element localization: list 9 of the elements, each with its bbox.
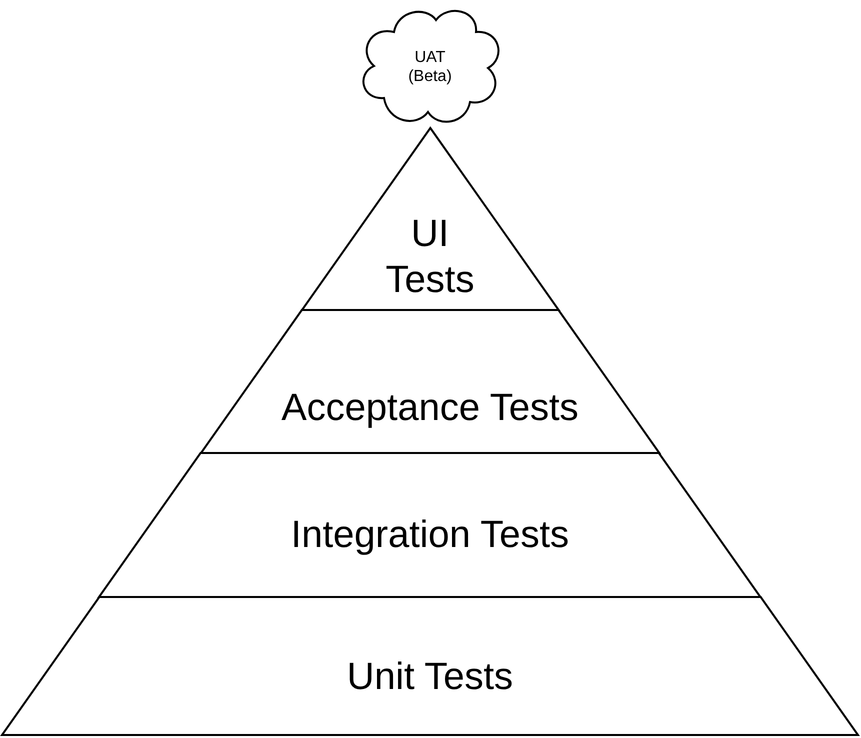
pyramid-band	[99, 453, 761, 597]
band-label: Integration Tests	[290, 513, 570, 558]
pyramid-band	[2, 597, 858, 735]
pyramid-band	[200, 310, 660, 453]
band-label: UI Tests	[384, 212, 476, 303]
pyramid-band	[302, 128, 558, 310]
band-label: Acceptance Tests	[281, 386, 579, 431]
cloud-label: UAT (Beta)	[407, 48, 453, 86]
band-label: Unit Tests	[346, 655, 514, 700]
